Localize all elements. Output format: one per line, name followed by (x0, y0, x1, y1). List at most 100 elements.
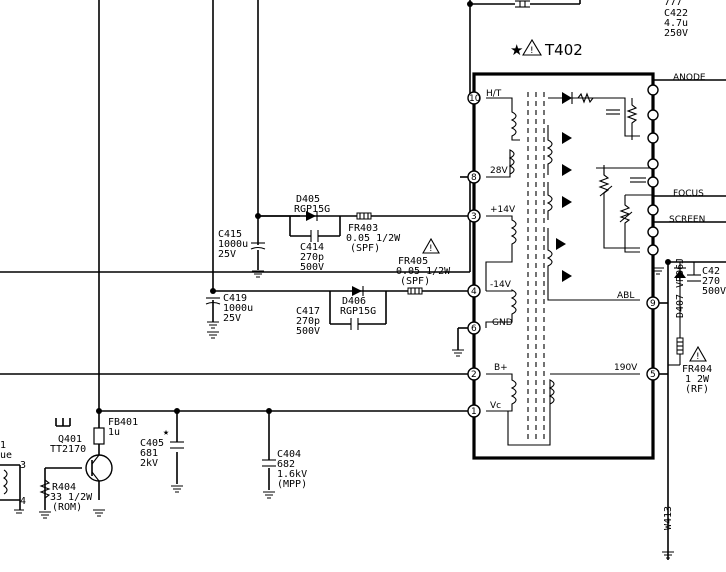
svg-text:25V: 25V (223, 313, 241, 324)
c415: C415 1000u 25V (218, 229, 266, 278)
junction-dots (96, 1, 671, 471)
svg-text:4: 4 (20, 496, 26, 507)
svg-text:1000u: 1000u (218, 239, 248, 250)
svg-text:C414: C414 (300, 242, 324, 253)
svg-text:500V: 500V (702, 286, 726, 297)
svg-text:270p: 270p (300, 252, 324, 263)
d405-diode: D405 RGP15G (294, 194, 330, 221)
fr405: ! FR405 0.05 1/2W (SPF) (396, 237, 451, 295)
transformer-pins (467, 84, 660, 418)
svg-text:FR405: FR405 (398, 256, 428, 267)
svg-text:C422: C422 (664, 8, 688, 19)
svg-text:ANODE: ANODE (673, 73, 706, 83)
pin-10: 10 (469, 94, 481, 104)
svg-text:RGP15G: RGP15G (294, 204, 330, 215)
transformer-labels: H/T 28V +14V -14V GND B+ Vc ANODE FOCUS … (486, 73, 706, 411)
star-icon: ★ (163, 427, 169, 438)
svg-text:!: ! (429, 244, 433, 254)
svg-text:RGP15G: RGP15G (340, 306, 376, 317)
fb401: FB401 1u (93, 417, 138, 445)
warning-icon (522, 38, 542, 56)
svg-text:(ROM): (ROM) (52, 502, 82, 513)
svg-text:C419: C419 (223, 293, 247, 304)
right-parts: ! FR404 1 2W (RF) D407 VR06J C42 270 500… (652, 258, 726, 559)
fr403: FR403 0.05 1/2W (SPF) (346, 212, 401, 254)
c417: C417 270p 500V (296, 306, 359, 337)
svg-text:500V: 500V (300, 262, 324, 273)
svg-text:ABL: ABL (617, 291, 634, 301)
svg-text:W413: W413 (663, 506, 674, 530)
transformer-title: ★ ! T402 (510, 38, 583, 59)
ground-icon (452, 349, 464, 357)
warning-icon (422, 237, 440, 254)
pin-9: 9 (650, 299, 656, 309)
c405: ★ C405 681 2kV (140, 427, 184, 493)
transformer-name: T402 (544, 41, 583, 59)
svg-text:(SPF): (SPF) (400, 276, 430, 287)
svg-text:C405: C405 (140, 438, 164, 449)
svg-text:FOCUS: FOCUS (673, 189, 704, 199)
svg-text:FR403: FR403 (348, 223, 378, 234)
svg-text:1: 1 (0, 440, 6, 451)
pin-8: 8 (471, 173, 477, 183)
svg-text:682: 682 (277, 459, 295, 470)
svg-text:ue: ue (0, 450, 12, 461)
svg-text:250V: 250V (664, 28, 688, 39)
d406-diode: D406 RGP15G (340, 286, 376, 317)
svg-text:(RF): (RF) (685, 384, 709, 395)
svg-text:H/T: H/T (486, 89, 502, 99)
svg-text:1.6kV: 1.6kV (277, 469, 307, 480)
svg-text:1 2W: 1 2W (685, 374, 710, 385)
svg-text:2kV: 2kV (140, 458, 158, 469)
svg-text:270p: 270p (296, 316, 320, 327)
svg-text:C42: C42 (702, 266, 720, 277)
c422: C422 4.7u 250V 777 (515, 0, 688, 39)
svg-text:FB401: FB401 (108, 417, 138, 428)
svg-text:C415: C415 (218, 229, 242, 240)
svg-text:C404: C404 (277, 449, 301, 460)
transformer-t402 (472, 72, 655, 460)
ground-icon (207, 331, 219, 339)
svg-text:Vc: Vc (490, 401, 501, 411)
heatsink-icon (55, 418, 71, 427)
svg-text:25V: 25V (218, 249, 236, 260)
svg-text:270: 270 (702, 276, 720, 287)
svg-text:D407 VR06J: D407 VR06J (675, 258, 686, 318)
star-icon: ★ (510, 41, 523, 59)
svg-text:!: ! (530, 46, 534, 56)
svg-text:!: ! (696, 352, 700, 362)
warning-icon (689, 345, 707, 362)
svg-text:(MPP): (MPP) (277, 479, 307, 490)
svg-text:777: 777 (664, 0, 682, 8)
svg-text:3: 3 (20, 460, 26, 471)
pin-6: 6 (471, 324, 477, 334)
svg-text:(SPF): (SPF) (350, 243, 380, 254)
svg-text:FR404: FR404 (682, 364, 712, 375)
svg-text:-14V: -14V (490, 280, 512, 290)
q401-transistor: Q401 TT2170 (50, 418, 113, 517)
c404: C404 682 1.6kV (MPP) (262, 449, 307, 499)
svg-text:Q401: Q401 (58, 434, 82, 445)
pin-4: 4 (471, 287, 477, 297)
svg-text:190V: 190V (614, 363, 638, 373)
r404: R404 33 1/2W (ROM) (39, 479, 93, 519)
c419: C419 1000u 25V (205, 293, 253, 329)
pin-5: 5 (650, 370, 656, 380)
svg-text:28V: 28V (490, 166, 508, 176)
svg-text:GND: GND (492, 318, 513, 328)
svg-text:33 1/2W: 33 1/2W (50, 492, 93, 503)
svg-text:D405: D405 (296, 194, 320, 205)
svg-text:0.05 1/2W: 0.05 1/2W (346, 233, 401, 244)
svg-text:TT2170: TT2170 (50, 444, 86, 455)
c414: C414 270p 500V (300, 230, 324, 273)
pin-numbers: 10 8 3 4 6 2 1 9 5 (469, 94, 656, 417)
svg-text:681: 681 (140, 448, 158, 459)
svg-text:1000u: 1000u (223, 303, 253, 314)
pin-1: 1 (471, 407, 477, 417)
svg-text:SCREEN: SCREEN (669, 215, 705, 225)
svg-text:4.7u: 4.7u (664, 18, 688, 29)
svg-text:C417: C417 (296, 306, 320, 317)
svg-text:500V: 500V (296, 326, 320, 337)
